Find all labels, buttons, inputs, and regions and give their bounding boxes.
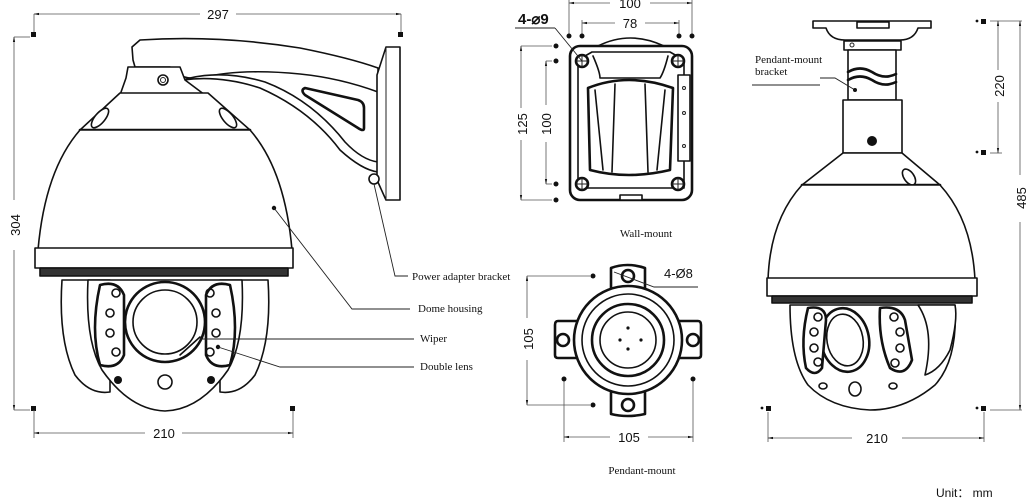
- svg-text:Wiper: Wiper: [420, 333, 447, 345]
- dim-label-125: 125: [515, 113, 530, 135]
- unit-label: Unit： mm: [936, 486, 993, 500]
- dimension-304: 304: [8, 36, 36, 411]
- pendant-ir-led-left: [802, 306, 828, 375]
- dim-label-100-height: 100: [539, 113, 554, 135]
- dim-label-297: 297: [207, 7, 229, 22]
- dimension-100-top: 100: [566, 0, 695, 39]
- dimension-100-side: 100: [539, 58, 559, 187]
- callout-dome-housing: Dome housing: [273, 207, 483, 315]
- dim-label-105-height: 105: [521, 328, 536, 350]
- callout-holes-4-8: 4-Ø8: [613, 266, 698, 288]
- dimension-297: 297: [31, 7, 403, 37]
- callout-wiper: Wiper: [200, 333, 447, 345]
- mount-hole: [670, 53, 686, 69]
- dim-label-304: 304: [8, 214, 23, 236]
- pendant-mount-plate-view: [553, 263, 703, 418]
- dimension-220: 220: [975, 19, 1022, 155]
- svg-text:Power adapter bracket: Power adapter bracket: [412, 271, 510, 283]
- ir-led-array-right: [204, 282, 237, 368]
- wiper: [179, 336, 201, 356]
- callout-pendant-mount-bracket: Pendant-mount bracket: [752, 54, 857, 92]
- dim-label-210-right: 210: [866, 431, 888, 446]
- dim-label-485: 485: [1014, 187, 1029, 209]
- dim-label-78: 78: [623, 16, 637, 31]
- mount-hole: [670, 176, 686, 192]
- wall-mount-plate-view: [568, 37, 694, 202]
- power-adapter-bracket-pin: [368, 173, 380, 185]
- svg-text:Dome housing: Dome housing: [418, 303, 483, 315]
- pendant-dome-housing: [767, 184, 976, 281]
- bottom-sensor: [157, 374, 173, 390]
- svg-text:4-⌀9: 4-⌀9: [518, 11, 549, 28]
- dimension-210-right: 210: [760, 406, 985, 446]
- dimension-78: 78: [579, 16, 682, 39]
- callout-power-adapter-bracket: Power adapter bracket: [373, 183, 510, 283]
- dimension-105-width: 105: [561, 376, 696, 445]
- svg-text:4-Ø8: 4-Ø8: [664, 266, 693, 281]
- dimension-125: 125: [515, 43, 559, 203]
- ceiling-flange: [812, 20, 932, 41]
- svg-text:Pendant-mount: Pendant-mount: [755, 54, 822, 66]
- pendant-mount-side-view: [766, 20, 978, 411]
- bracket-cutout: [301, 86, 366, 132]
- mount-hole: [574, 176, 590, 192]
- svg-text:Double lens: Double lens: [420, 361, 473, 373]
- pendant-mount-caption: Pendant-mount: [608, 465, 675, 477]
- wall-mount-caption: Wall-mount: [620, 228, 672, 240]
- pendant-ir-led-right: [878, 306, 914, 373]
- dim-label-105-width: 105: [618, 430, 640, 445]
- ir-led-array-left: [93, 282, 126, 368]
- callout-double-lens: Double lens: [217, 346, 473, 373]
- dimension-105-height: 105: [521, 273, 596, 408]
- dim-label-220: 220: [992, 75, 1007, 97]
- wall-mount-side-view: [34, 37, 401, 412]
- pendant-bracket-pipe: [847, 49, 897, 101]
- wall-plate: [376, 46, 401, 201]
- dimension-485: 485: [975, 20, 1029, 411]
- pendant-ring-outer: [572, 284, 684, 396]
- callout-holes-4-9: 4-⌀9: [515, 11, 583, 62]
- dimension-210-left: 210: [33, 406, 295, 441]
- svg-text:bracket: bracket: [755, 66, 787, 78]
- dim-label-100-width: 100: [619, 0, 641, 11]
- dome-band: [34, 247, 294, 269]
- dome-housing: [37, 129, 293, 251]
- dim-label-210-left: 210: [153, 426, 175, 441]
